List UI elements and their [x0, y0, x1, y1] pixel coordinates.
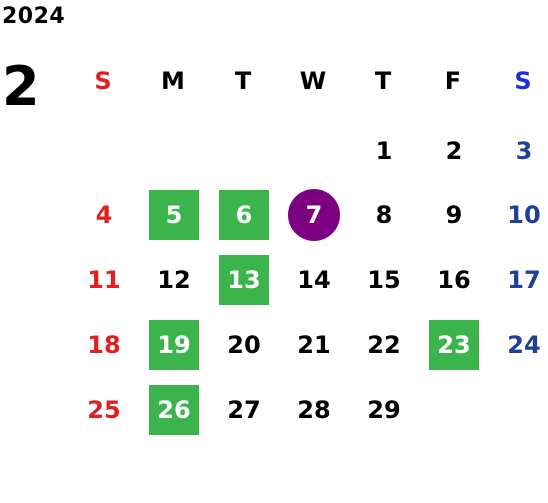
day-number: 9 — [445, 201, 463, 229]
day-number: 19 — [157, 331, 191, 359]
day-cell[interactable]: 11 — [79, 255, 129, 305]
day-cell[interactable]: 2 — [429, 126, 479, 176]
day-number: 7 — [305, 201, 323, 229]
day-cell[interactable]: 13 — [219, 255, 269, 305]
weekday-monday: M — [161, 67, 185, 95]
day-number: 28 — [297, 396, 331, 424]
weekday-saturday: S — [514, 67, 532, 95]
day-number: 4 — [95, 201, 113, 229]
day-number: 21 — [297, 331, 331, 359]
day-cell[interactable]: 23 — [429, 320, 479, 370]
day-cell[interactable]: 17 — [499, 255, 548, 305]
weekday-thursday: T — [374, 67, 392, 95]
day-cell[interactable]: 4 — [79, 190, 129, 240]
day-number: 27 — [227, 396, 261, 424]
day-cell[interactable]: 19 — [149, 320, 199, 370]
day-cell[interactable]: 28 — [289, 385, 339, 435]
day-cell[interactable]: 15 — [359, 255, 409, 305]
day-number: 17 — [507, 266, 541, 294]
day-number: 6 — [235, 201, 253, 229]
day-cell[interactable]: 25 — [79, 385, 129, 435]
day-cell[interactable]: 5 — [149, 190, 199, 240]
year-label: 2024 — [2, 4, 66, 29]
day-number: 12 — [157, 266, 191, 294]
day-cell[interactable]: 3 — [499, 126, 548, 176]
day-number: 20 — [227, 331, 261, 359]
day-number: 24 — [507, 331, 541, 359]
day-cell[interactable]: 1 — [359, 126, 409, 176]
weekday-wednesday: W — [299, 67, 327, 95]
day-cell[interactable]: 12 — [149, 255, 199, 305]
day-number: 26 — [157, 396, 191, 424]
day-number: 15 — [367, 266, 401, 294]
weekday-sunday: S — [94, 67, 112, 95]
day-cell[interactable]: 16 — [429, 255, 479, 305]
day-number: 25 — [87, 396, 121, 424]
day-cell[interactable]: 27 — [219, 385, 269, 435]
day-number: 18 — [87, 331, 121, 359]
day-number: 23 — [437, 331, 471, 359]
weekday-tuesday: T — [234, 67, 252, 95]
day-number: 10 — [507, 201, 541, 229]
day-cell[interactable]: 8 — [359, 190, 409, 240]
month-number: 2 — [2, 55, 40, 118]
day-cell[interactable]: 26 — [149, 385, 199, 435]
day-number: 11 — [87, 266, 121, 294]
day-cell-today[interactable]: 7 — [288, 189, 340, 241]
day-number: 2 — [445, 137, 463, 165]
day-number: 14 — [297, 266, 331, 294]
day-number: 13 — [227, 266, 261, 294]
day-number: 8 — [375, 201, 393, 229]
day-number: 29 — [367, 396, 401, 424]
day-cell[interactable]: 24 — [499, 320, 548, 370]
weekday-friday: F — [444, 67, 462, 95]
day-cell[interactable]: 21 — [289, 320, 339, 370]
day-cell[interactable]: 29 — [359, 385, 409, 435]
day-number: 1 — [375, 137, 393, 165]
day-number: 22 — [367, 331, 401, 359]
day-cell[interactable]: 18 — [79, 320, 129, 370]
day-cell[interactable]: 14 — [289, 255, 339, 305]
day-cell[interactable]: 9 — [429, 190, 479, 240]
day-number: 16 — [437, 266, 471, 294]
day-number: 5 — [165, 201, 183, 229]
day-number: 3 — [515, 137, 533, 165]
day-cell[interactable]: 22 — [359, 320, 409, 370]
day-cell[interactable]: 20 — [219, 320, 269, 370]
day-cell[interactable]: 6 — [219, 190, 269, 240]
day-cell[interactable]: 10 — [499, 190, 548, 240]
